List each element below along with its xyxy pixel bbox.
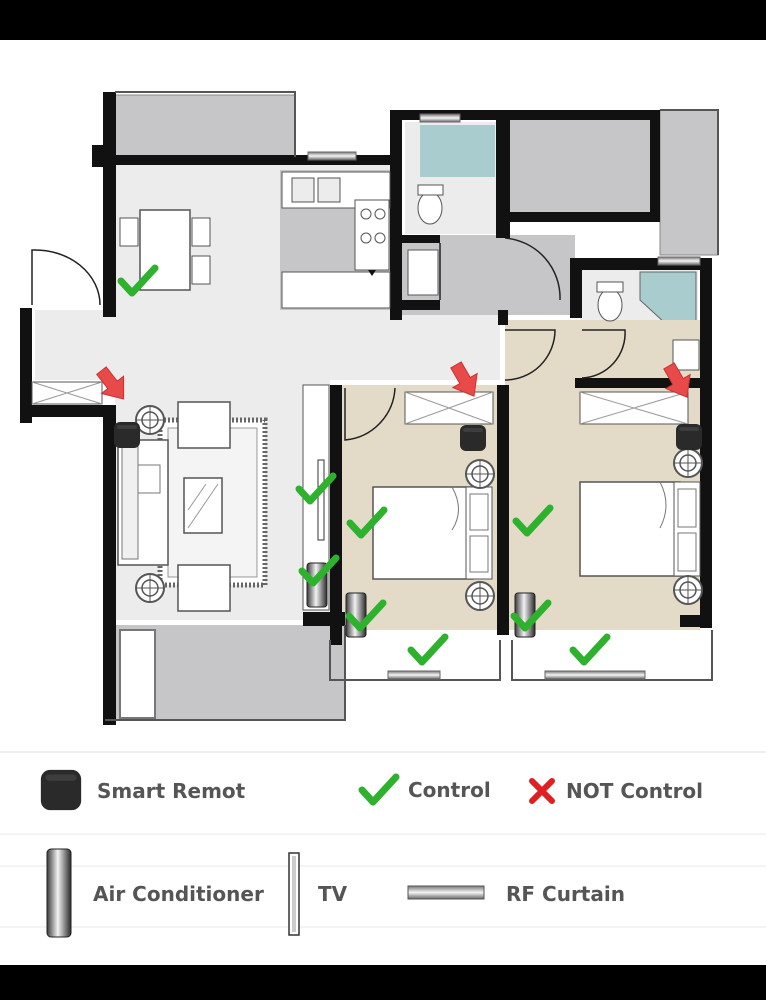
legend-tv-icon — [288, 852, 300, 936]
legend-not-control-label: NOT Control — [566, 779, 703, 803]
door-swings — [31, 237, 626, 441]
outlines — [105, 91, 719, 721]
legend-tv-label: TV — [318, 882, 348, 906]
legend-cross-icon — [529, 778, 555, 804]
furniture — [31, 113, 703, 680]
walls — [20, 92, 712, 725]
legend-smart-remote-icon — [40, 769, 82, 811]
legend-smart-remote-label: Smart Remot — [97, 779, 246, 803]
legend: Smart Remot Control NOT Control Air Cond… — [0, 751, 766, 938]
legend-air-conditioner-icon — [46, 848, 72, 938]
legend-rf-curtain-icon — [407, 885, 485, 900]
legend-control-label: Control — [408, 778, 491, 802]
legend-air-conditioner-label: Air Conditioner — [93, 882, 264, 906]
legend-rf-curtain-label: RF Curtain — [506, 882, 625, 906]
